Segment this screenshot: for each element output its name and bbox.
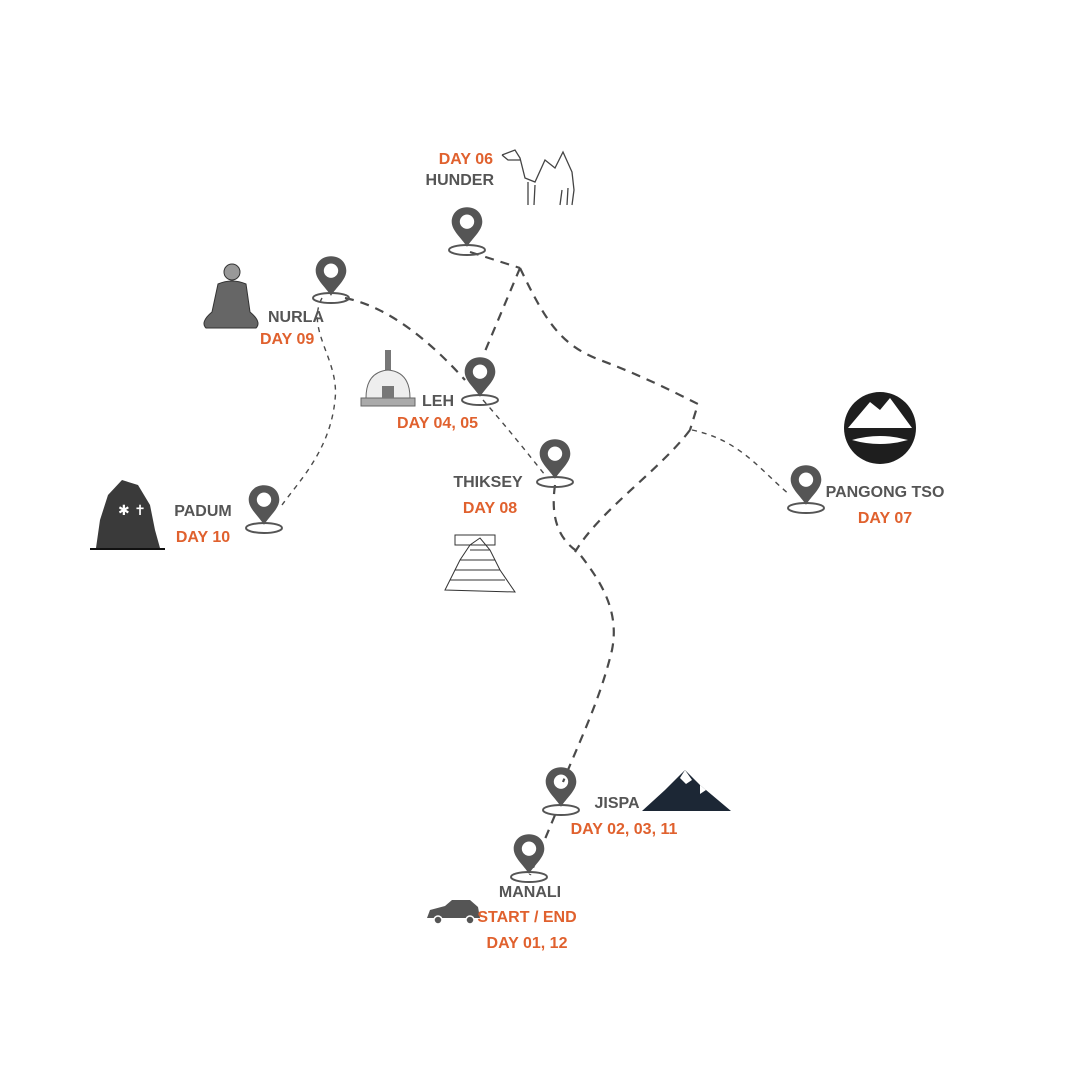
route-nurla-leh: [344, 296, 466, 381]
route-to-pangong: [691, 429, 791, 496]
nurla-name: NURLA: [268, 309, 324, 326]
pin-padum[interactable]: [245, 485, 283, 534]
hunder-name: HUNDER: [426, 172, 495, 189]
route-junction-pangong-road: [519, 267, 700, 431]
leh-name: LEH: [422, 393, 454, 410]
route-pangong-road-south: [574, 429, 691, 553]
pin-pangong[interactable]: [787, 465, 825, 514]
manali-day: DAY 01, 12: [487, 935, 568, 952]
meditating-monk-icon: [203, 263, 259, 329]
jispa-name: JISPA: [594, 795, 640, 812]
route-leh-thiksey: [482, 399, 546, 476]
pangong-name: PANGONG TSO: [826, 484, 945, 501]
jispa-day: DAY 02, 03, 11: [571, 821, 678, 838]
pin-leh[interactable]: [461, 357, 499, 406]
pin-manali[interactable]: [510, 834, 548, 883]
manali-note: START / END: [477, 909, 576, 926]
nurla-day: DAY 09: [260, 331, 314, 348]
pins: [245, 207, 825, 883]
thiksey-day: DAY 08: [463, 500, 517, 517]
hunder-day: DAY 06: [439, 151, 493, 168]
mountain-lake-icon: [844, 392, 916, 464]
padum-name: PADUM: [174, 503, 231, 520]
leh-day: DAY 04, 05: [397, 415, 478, 432]
pangong-day: DAY 07: [858, 510, 912, 527]
camel-icon: [501, 149, 575, 206]
mountain-icon: [642, 770, 731, 811]
pin-jispa[interactable]: [542, 767, 580, 816]
route-nurla-padum: [281, 297, 337, 506]
car-icon: [427, 900, 480, 925]
padum-day: DAY 10: [176, 529, 230, 546]
carved-rock-icon: ✱ ✝: [90, 480, 165, 550]
thiksey-name: THIKSEY: [453, 474, 523, 491]
monastery-sketch-icon: [444, 534, 516, 593]
stupa-icon: [360, 350, 416, 407]
routes: [281, 250, 791, 876]
pin-hunder[interactable]: [448, 207, 486, 256]
route-thiksey-jispa: [552, 484, 615, 783]
route-junction-leh: [481, 267, 522, 357]
manali-name: MANALI: [499, 884, 561, 901]
pin-nurla[interactable]: [312, 256, 350, 304]
pin-thiksey[interactable]: [536, 439, 574, 488]
labels: DAY 06 HUNDER NURLA DAY 09 LEH DAY 04, 0…: [174, 151, 944, 952]
svg-text:✱ ✝: ✱ ✝: [118, 503, 146, 519]
